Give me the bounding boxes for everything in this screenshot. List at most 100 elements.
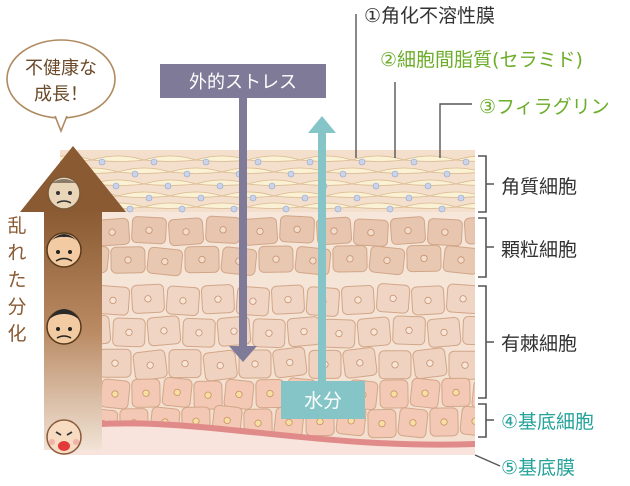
granule-dot [230,205,238,213]
bracket-spinous [478,285,494,399]
skin-cell [459,405,475,437]
corneocyte [455,179,475,186]
skin-cell [223,379,255,410]
skin-cell [146,246,184,277]
granule-dot [372,182,380,190]
label-basal: ④基底細胞 [501,411,594,433]
granule-dot [164,182,172,190]
dermis-area [60,423,475,455]
skin-cell [168,349,202,379]
stress-label-box [160,64,326,98]
granule-dot [254,158,262,166]
skin-cell [441,377,471,408]
crying-baby-face-icon [46,419,82,455]
skin-cell [131,378,161,408]
granule-dot [410,158,418,166]
corneocyte [455,202,475,209]
skin-cell [205,215,241,244]
water-arrow-shaft [318,131,326,385]
bubble-line-1: 不健康な [25,58,97,79]
skin-cell [182,317,216,348]
label-cornified-envelope: ①角化不溶性膜 [364,5,495,27]
granule-dot [457,194,465,202]
water-label: 水分 [304,390,342,412]
skin-cell [445,283,475,315]
label-stratum-corneum: 角質細胞 [501,176,577,198]
skin-cell [241,217,279,246]
granule-dot [306,158,314,166]
granule-dot [339,170,347,178]
stress-arrow-shaft [239,98,247,348]
bracket-corneum [478,155,494,213]
skin-cell [376,283,411,314]
label-filaggrin: ③フィラグリン [479,96,610,118]
skin-cell [146,315,182,347]
skin-cell [130,283,165,314]
granule-dot [358,158,366,166]
skin-cell [397,407,429,439]
speech-bubble: 不健康な 成長！ [6,39,116,134]
skin-cell [342,347,378,379]
skin-cell [378,350,412,380]
skin-cell [131,216,167,245]
skin-cell [429,407,459,437]
side-label-char: 乱 [7,215,26,237]
bubble-line-2: 成長！ [34,84,88,105]
granule-dot [462,158,470,166]
skin-cell [99,378,131,410]
granule-dot [150,158,158,166]
frowning-face-icon [46,232,82,268]
granule-dot [301,194,309,202]
water-arrow-head [308,116,336,133]
leader-line-3 [439,103,472,158]
granule-dot [386,205,394,213]
skin-cell [165,285,201,317]
skin-cell [110,246,146,274]
granule-dot [282,205,290,213]
skin-cell [286,316,322,348]
skin-cell [353,218,389,247]
skin-cell [322,318,356,349]
granule-dot [197,194,205,202]
side-label-char: れ [7,242,26,264]
corneum-cells [47,155,483,213]
skin-cell [168,217,205,247]
skin-cell [132,349,168,381]
skin-cell [463,215,475,245]
granule-dot [477,183,483,189]
skin-cell [412,347,448,379]
granule-dot [334,205,342,213]
external-stress-arrow: 外的ストレス [160,64,326,362]
skin-cell [258,245,294,273]
label-basement-membrane: ⑤基底膜 [501,457,575,479]
skin-cell [98,348,132,378]
skin-cell [161,377,193,408]
basement-membrane-line [60,420,475,448]
granule-dot [47,159,53,165]
label-leader-lines [355,14,501,467]
water-label-box [281,381,365,419]
granule-dot [145,194,153,202]
granule-dot [98,158,106,166]
skin-cell [202,349,238,382]
granule-dot [287,170,295,178]
skin-cell [332,245,368,273]
granule-dot [443,170,451,178]
tissue-block [47,150,483,455]
skin-cell [220,246,258,276]
corneocyte [429,191,475,198]
granule-dot [126,205,134,213]
stress-label: 外的ストレス [189,72,297,93]
skin-cell [462,315,475,346]
skin-cell [94,217,131,247]
skin-cell [272,346,308,379]
granule-dot [183,170,191,178]
skin-cell [442,245,475,275]
skin-cell [279,215,315,244]
granule-dot [391,170,399,178]
skin-cell [184,245,220,274]
label-ceramide: ②細胞間脂質(セラミド) [380,49,583,71]
leader-line-5 [474,454,501,467]
